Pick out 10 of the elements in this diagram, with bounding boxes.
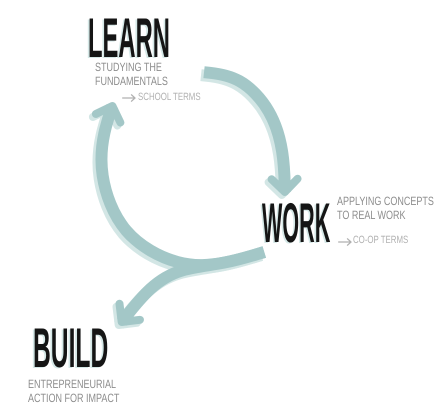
stage-heading: LEARN: [88, 15, 170, 61]
curved-arrow: [116, 246, 266, 326]
stage-heading: WORK: [262, 200, 330, 246]
term-note: SCHOOL TERMS: [138, 91, 201, 103]
term-note: CO-OP TERMS: [353, 234, 408, 246]
stage-description: ENTREPRENEURIAL ACTION FOR IMPACT: [28, 377, 120, 405]
curved-arrow: [203, 66, 302, 196]
stage-heading: BUILD: [33, 325, 108, 371]
stage-description: STUDYING THE FUNDAMENTALS: [95, 60, 169, 88]
stage-description: APPLYING CONCEPTS TO REAL WORK: [337, 194, 435, 222]
